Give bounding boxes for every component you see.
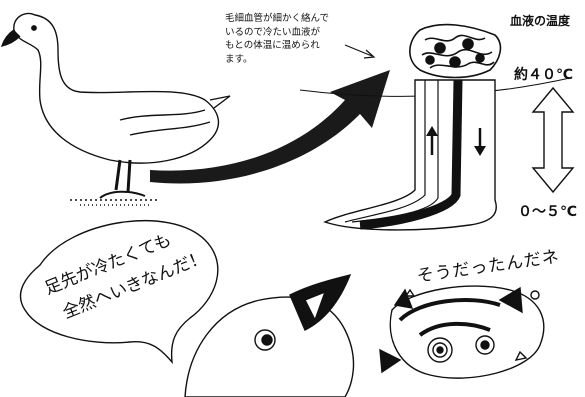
pointer-arrow [150, 70, 390, 184]
temp-low-label: ０〜５℃ [518, 204, 577, 220]
speech-bubble [19, 220, 219, 365]
annotation-line: もとの体温に温められ [225, 40, 320, 51]
capillary-annotation: 毛細血管が細かく絡んで いるので冷たい血液が もとの体温に温められ ます。 [225, 12, 375, 66]
annotation-pointer [344, 44, 373, 57]
annotation-line: 毛細血管が細かく絡んで [225, 13, 330, 24]
capillary-network [409, 23, 502, 79]
leg-diagram [323, 79, 497, 231]
blood-temp-title: 血液の温度 [510, 14, 571, 28]
temperature-range-arrow [531, 86, 575, 194]
annotation-line: いるので冷たい血液が [225, 26, 321, 38]
swan-illustration [0, 12, 231, 206]
bird-illustration [184, 273, 355, 397]
owl-illustration [379, 285, 545, 379]
annotation-line: ます。 [225, 53, 253, 65]
temp-high-label: 約４０℃ [514, 67, 573, 83]
